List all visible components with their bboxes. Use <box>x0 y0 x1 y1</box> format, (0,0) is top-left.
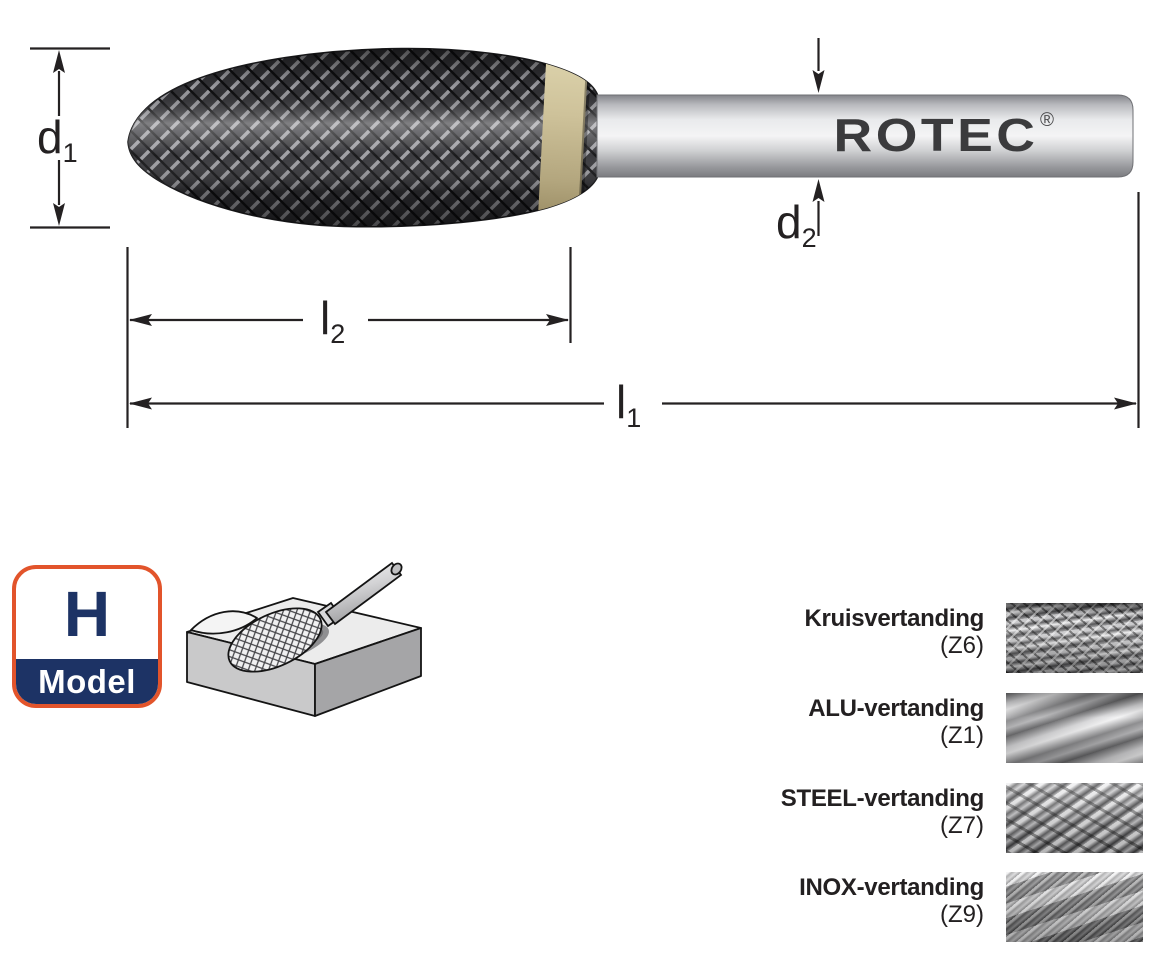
tooth-label: INOX-vertanding (Z9) <box>640 872 984 928</box>
tooth-label: STEEL-vertanding (Z7) <box>640 783 985 839</box>
l1-label: l1 <box>616 376 641 433</box>
model-badge: H Model <box>12 565 162 708</box>
model-badge-band: Model <box>16 659 158 704</box>
model-badge-top: H <box>16 569 158 659</box>
tooth-name: STEEL-vertanding <box>780 785 985 812</box>
burr-shank-icon <box>324 561 403 626</box>
d2-label: d2 <box>776 196 817 253</box>
model-badge-label: Model <box>38 662 136 700</box>
tooth-name: ALU-vertanding <box>808 695 984 722</box>
burr-head-icon <box>227 607 323 673</box>
shank <box>596 94 1134 178</box>
d1-label: d1 <box>37 111 78 168</box>
tooth-type-row-alu: ALU-vertanding (Z1) <box>640 693 1143 763</box>
tooth-code: (Z1) <box>940 722 984 749</box>
model-letter: H <box>63 578 111 650</box>
tooth-label: Kruisvertanding (Z6) <box>640 603 984 659</box>
tooth-type-row-inox: INOX-vertanding (Z9) <box>640 872 1143 942</box>
rotec-logo: ROTEC <box>834 109 1039 161</box>
tooth-type-row-kruis: Kruisvertanding (Z6) <box>640 603 1143 673</box>
tooth-code: (Z6) <box>940 632 984 659</box>
dimension-l2: l2 <box>126 247 572 428</box>
burr-shank-end <box>390 562 403 576</box>
application-illustration-icon <box>186 561 422 717</box>
dimension-d1: d1 <box>30 47 110 229</box>
burr-bit-illustration: ROTEC ® <box>127 47 1134 228</box>
joint-shadow-line <box>576 48 592 227</box>
workpiece-right-face <box>314 627 422 717</box>
braze-joint-band <box>536 48 589 227</box>
dimension-d2: d2 <box>776 38 825 253</box>
cross-cut-texture-swatch <box>1006 603 1143 673</box>
dimension-l1: l1 <box>129 192 1140 433</box>
registered-trademark-icon: ® <box>1040 110 1054 131</box>
steel-cut-texture-swatch <box>1006 783 1143 853</box>
alu-cut-texture-swatch <box>1006 693 1143 763</box>
inox-cut-texture-swatch <box>1006 872 1143 942</box>
tooth-code: (Z7) <box>940 812 984 839</box>
technical-drawing: ROTEC ® d1 d2 l2 <box>30 38 1140 433</box>
tooth-name: INOX-vertanding <box>799 874 984 901</box>
tooth-label: ALU-vertanding (Z1) <box>640 693 984 749</box>
head-shading <box>128 48 598 227</box>
tooth-code: (Z9) <box>940 901 984 928</box>
workpiece-wave-lip <box>190 610 258 635</box>
tooth-type-row-steel: STEEL-vertanding (Z7) <box>640 783 1143 853</box>
l2-label: l2 <box>320 292 345 349</box>
tooth-name: Kruisvertanding <box>804 605 984 632</box>
